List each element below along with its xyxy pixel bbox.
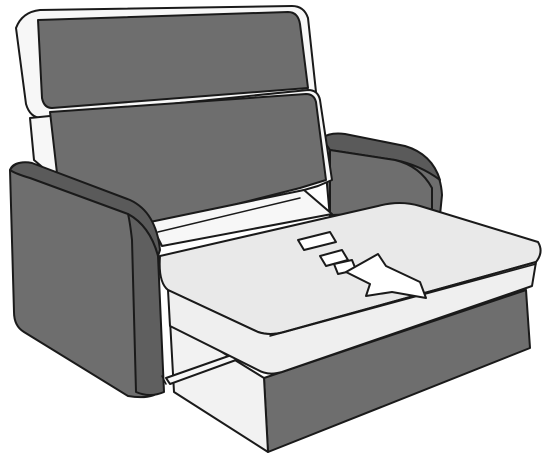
instruction-diagram xyxy=(0,0,544,460)
sofa-bed-illustration xyxy=(0,0,544,460)
